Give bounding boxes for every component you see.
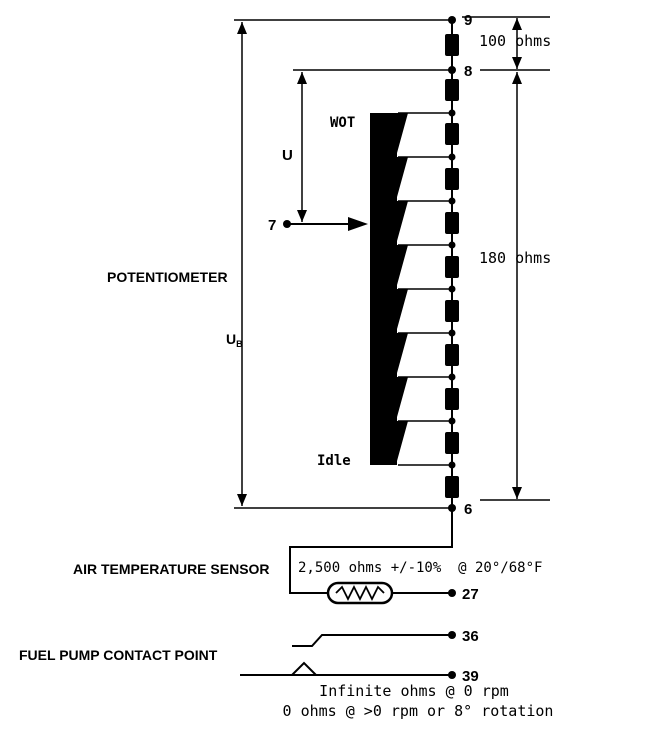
thermistor-zigzag	[335, 584, 385, 602]
terminal-dots	[448, 16, 456, 512]
fuel-pump-contact-label: FUEL PUMP CONTACT POINT	[19, 647, 218, 663]
air-temperature-sensor	[289, 508, 453, 605]
arrow-ub-down	[237, 494, 247, 506]
air-temp-spec-label: 2,500 ohms +/-10% @ 20°/68°F	[298, 560, 542, 576]
contact-bump	[291, 661, 317, 676]
terminal-8-dot	[448, 66, 456, 74]
terminal-39-dot	[448, 671, 456, 679]
arrow-180-down	[512, 487, 522, 499]
thermistor-body	[326, 581, 394, 605]
arrow-100-up	[512, 18, 522, 30]
arrow-ub-up	[237, 22, 247, 34]
dimension-lines	[234, 16, 550, 509]
arrow-180-up	[512, 72, 522, 84]
terminal-27-label: 27	[462, 586, 479, 603]
potentiometer-wiper	[370, 112, 452, 466]
fuel-note-line-1: Infinite ohms @ 0 rpm	[319, 682, 509, 700]
wiper-input-arrowhead	[348, 217, 368, 231]
ub-label-sub: B	[236, 339, 243, 349]
resistor-block	[445, 344, 459, 366]
sensor-wire	[289, 508, 453, 594]
resistor-block	[445, 300, 459, 322]
potentiometer-label: POTENTIOMETER	[107, 269, 228, 285]
arrow-u-down	[297, 210, 307, 222]
resistor-block	[445, 79, 459, 101]
u-label: U	[282, 147, 293, 164]
terminal-7-dot	[283, 220, 291, 228]
fuel-pump-contact	[240, 634, 452, 676]
wiper-tap-leaders	[398, 112, 452, 466]
resistance-180-label: 180 ohms	[479, 249, 551, 267]
resistor-block	[445, 476, 459, 498]
terminal-7-label: 7	[268, 217, 276, 234]
idle-label: Idle	[317, 453, 351, 469]
resistance-100-label: 100 ohms	[479, 32, 551, 50]
wot-label: WOT	[330, 115, 355, 131]
terminal-9-dot	[448, 16, 456, 24]
terminal-8-label: 8	[464, 63, 472, 80]
terminal-39-label: 39	[462, 668, 479, 685]
arrow-u-up	[297, 72, 307, 84]
ub-label: UB	[226, 331, 243, 349]
wiper-input-7	[283, 217, 368, 231]
resistor-block	[445, 34, 459, 56]
terminal-27-dot	[448, 589, 456, 597]
terminal-6-label: 6	[464, 501, 472, 518]
fuel-note-line-2: 0 ohms @ >0 rpm or 8° rotation	[283, 702, 554, 720]
ub-label-main: U	[226, 331, 236, 347]
dimension-arrowheads	[237, 18, 522, 506]
resistor-blocks	[445, 34, 459, 498]
contact-upper-wire	[292, 634, 452, 647]
resistor-block	[445, 123, 459, 145]
resistor-block	[445, 256, 459, 278]
arrow-100-down	[512, 57, 522, 69]
terminal-36-dot	[448, 631, 456, 639]
resistor-block	[445, 432, 459, 454]
terminal-9-label: 9	[464, 12, 472, 29]
terminal-36-label: 36	[462, 628, 479, 645]
air-temp-sensor-label: AIR TEMPERATURE SENSOR	[73, 561, 270, 577]
resistor-block	[445, 168, 459, 190]
resistor-block	[445, 212, 459, 234]
resistor-block	[445, 388, 459, 410]
